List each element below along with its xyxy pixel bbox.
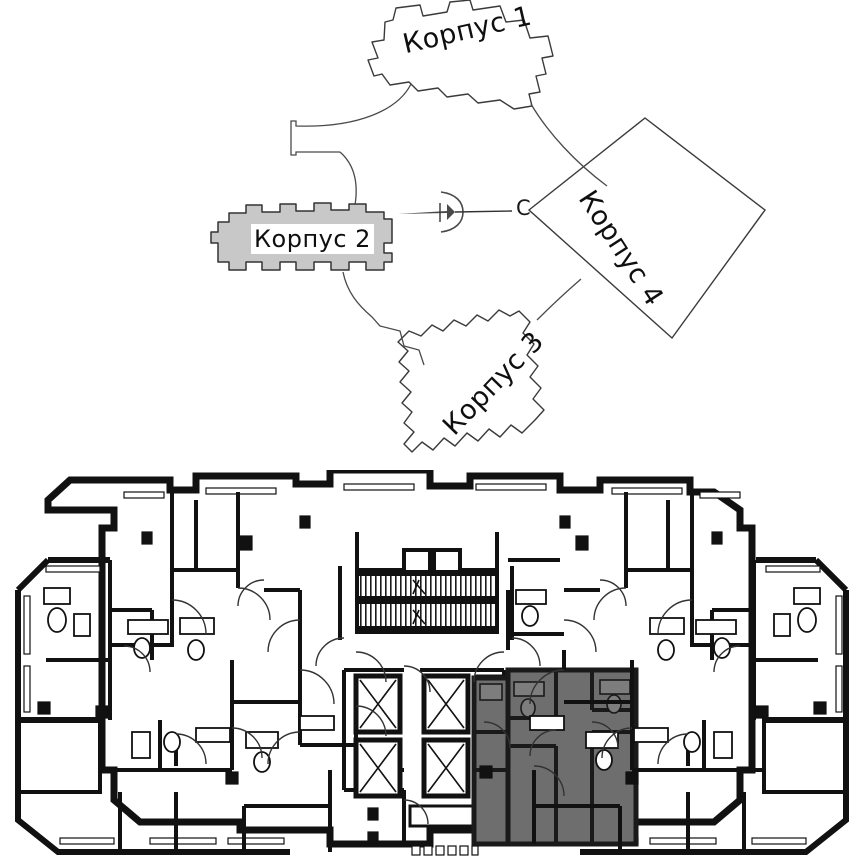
window-openings [23, 483, 843, 845]
building-outline [44, 470, 756, 848]
door-swings [123, 579, 741, 825]
site-plan[interactable]: Корпус 1 Корпус 2 Корпус 3 Корпус 4 С [0, 0, 864, 470]
highlighted-apartment[interactable] [471, 667, 639, 847]
site-plan-svg [210, 0, 766, 453]
elevator-shafts [353, 673, 471, 799]
interior-walls-left [18, 492, 358, 852]
north-arrow-icon [398, 191, 513, 233]
site-connector-lines [290, 83, 608, 366]
floor-plan-svg [15, 470, 849, 856]
building-korpus-2[interactable] [210, 202, 393, 271]
building-korpus-1[interactable] [367, 0, 554, 110]
fixtures-left [43, 587, 335, 773]
detail-marks [37, 515, 827, 845]
building-korpus-3[interactable] [397, 309, 545, 453]
building-korpus-4[interactable] [527, 117, 766, 340]
interior-walls-right [506, 492, 846, 852]
floor-plan[interactable] [0, 470, 864, 864]
fixtures-right [515, 587, 821, 771]
staircase [355, 548, 499, 634]
meter-grille [411, 845, 479, 856]
